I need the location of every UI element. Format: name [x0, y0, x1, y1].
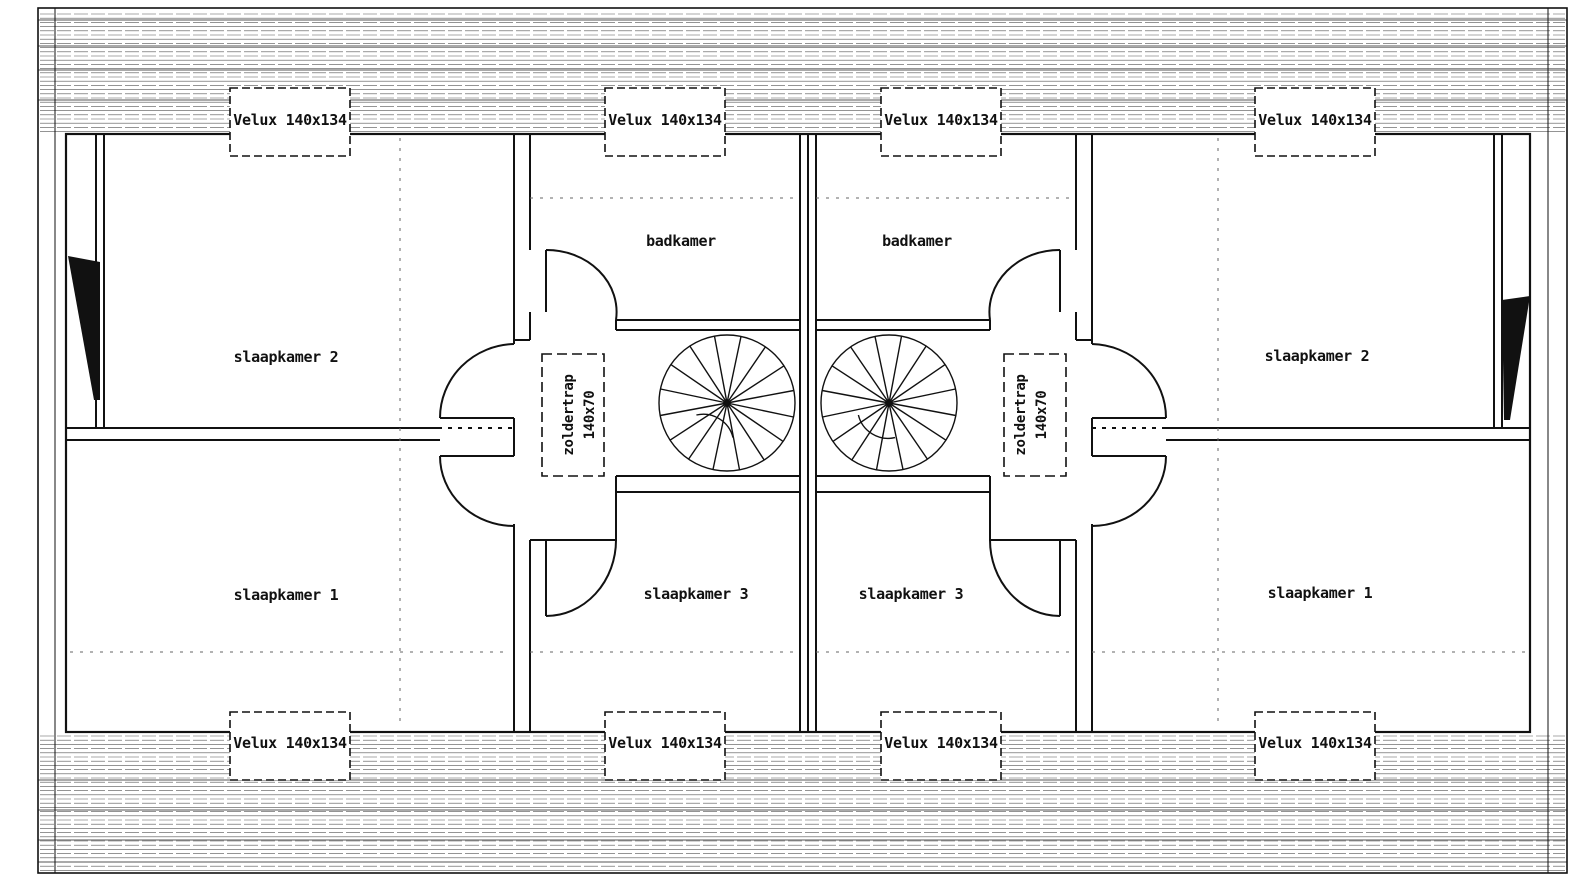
- attic-hatch-size: 140x70: [582, 391, 598, 440]
- stair-tread: [888, 402, 904, 470]
- stair-tread: [712, 402, 728, 470]
- velux-label: Velux 140x134: [1258, 734, 1372, 752]
- velux-label: Velux 140x134: [608, 734, 722, 752]
- room-label-slaapkamer-3-left: slaapkamer 3: [644, 585, 749, 603]
- velux-window: Velux 140x134: [1254, 87, 1376, 157]
- outer-frame: [37, 7, 1568, 874]
- room-label-slaapkamer-3-right: slaapkamer 3: [859, 585, 964, 603]
- spiral-staircase-icon: [658, 334, 958, 472]
- stair-tread: [713, 336, 728, 404]
- stair-direction-arc: [857, 414, 896, 440]
- velux-label: Velux 140x134: [884, 111, 998, 129]
- floor-area: [64, 132, 1532, 734]
- stair-tread: [888, 336, 903, 404]
- stair-tread: [888, 388, 956, 404]
- velux-window: Velux 140x134: [229, 87, 351, 157]
- stair-tread: [874, 336, 890, 404]
- stair-tread: [670, 364, 728, 404]
- stair-tread: [726, 336, 742, 404]
- door-swing-icon: [439, 248, 1167, 617]
- stair-tread: [822, 402, 890, 418]
- stair-tread: [688, 402, 728, 460]
- stair-tread: [875, 402, 890, 470]
- stair-tread: [726, 402, 784, 442]
- roof-slope-lines: [70, 138, 1526, 728]
- stair-outline: [658, 334, 796, 472]
- stair-tread: [660, 388, 728, 404]
- room-label-slaapkamer-1-right: slaapkamer 1: [1268, 584, 1373, 602]
- velux-window: Velux 140x134: [604, 87, 726, 157]
- stair-post: [723, 399, 731, 407]
- velux-window: Velux 140x134: [880, 87, 1002, 157]
- velux-window: Velux 140x134: [604, 711, 726, 781]
- stair-tread: [888, 364, 946, 404]
- stair-tread: [726, 402, 765, 461]
- velux-label: Velux 140x134: [233, 111, 347, 129]
- stair-outline: [820, 334, 958, 472]
- spiral-staircase: [658, 334, 796, 472]
- velux-window: Velux 140x134: [880, 711, 1002, 781]
- stair-tread: [660, 402, 728, 417]
- velux-windows: Velux 140x134 Velux 140x134 Velux 140x13…: [229, 87, 1376, 781]
- stair-tread: [726, 346, 766, 404]
- room-label-badkamer-right: badkamer: [882, 232, 952, 250]
- stair-tread: [726, 402, 794, 418]
- stair-tread: [726, 389, 794, 404]
- velux-window: Velux 140x134: [229, 711, 351, 781]
- stair-tread: [726, 365, 785, 404]
- room-label-slaapkamer-1-left: slaapkamer 1: [234, 586, 339, 604]
- stair-tread: [888, 402, 928, 460]
- stair-post: [885, 399, 893, 407]
- stair-tread: [888, 345, 927, 404]
- attic-hatch-left: zoldertrap 140x70: [541, 353, 605, 477]
- room-label-badkamer-left: badkamer: [646, 232, 716, 250]
- velux-label: Velux 140x134: [608, 111, 722, 129]
- stair-tread: [888, 402, 956, 417]
- attic-hatch-label: zoldertrap: [561, 374, 577, 455]
- room-label-slaapkamer-2-left: slaapkamer 2: [234, 348, 339, 366]
- stair-tread: [888, 402, 947, 441]
- stair-tread: [850, 346, 890, 404]
- stair-tread: [669, 402, 728, 441]
- velux-label: Velux 140x134: [233, 734, 347, 752]
- wedge-marker-icon: [68, 256, 1530, 420]
- room-label-slaapkamer-2-right: slaapkamer 2: [1265, 347, 1370, 365]
- stair-direction-arc: [696, 413, 734, 438]
- attic-hatch-label: zoldertrap: [1013, 374, 1029, 455]
- velux-label: Velux 140x134: [884, 734, 998, 752]
- stair-tread: [689, 345, 728, 404]
- attic-hatch-right: zoldertrap 140x70: [1003, 353, 1067, 477]
- spiral-staircase: [820, 334, 958, 472]
- stair-tread: [851, 402, 890, 461]
- attic-hatch-size: 140x70: [1034, 391, 1050, 440]
- stair-tread: [822, 389, 890, 404]
- velux-label: Velux 140x134: [1258, 111, 1372, 129]
- interior-walls: [66, 134, 1530, 732]
- room-labels: slaapkamer 2 slaapkamer 1 badkamer slaap…: [234, 232, 1373, 604]
- velux-window: Velux 140x134: [1254, 711, 1376, 781]
- stair-tread: [831, 365, 890, 404]
